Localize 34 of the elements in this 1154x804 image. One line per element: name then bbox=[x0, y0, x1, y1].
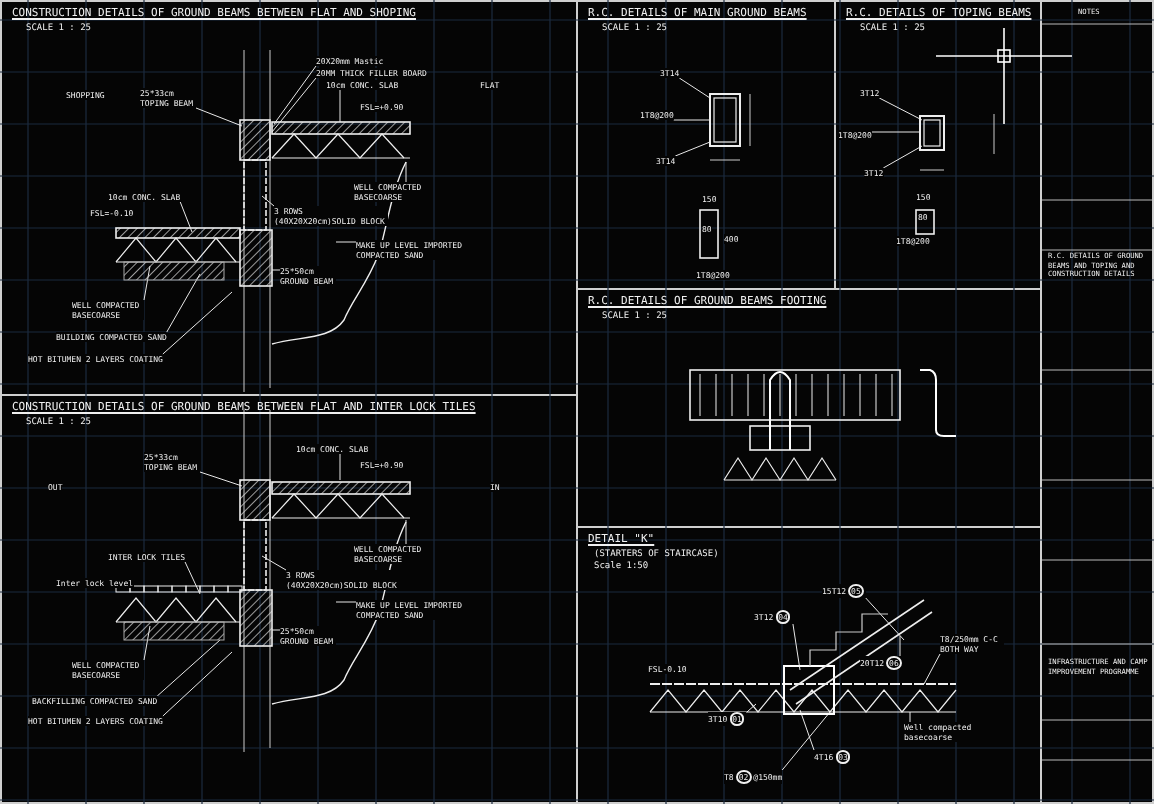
leader-line bbox=[261, 195, 275, 207]
leader-line bbox=[271, 269, 281, 271]
leader-line bbox=[195, 107, 243, 127]
leader-line bbox=[674, 141, 711, 157]
leader-line bbox=[878, 97, 923, 121]
leader-line bbox=[882, 145, 923, 169]
leader-line bbox=[335, 601, 357, 603]
leader-line bbox=[781, 711, 831, 771]
leader-line bbox=[339, 89, 341, 123]
leader-line bbox=[184, 561, 201, 595]
leader-line bbox=[678, 77, 711, 99]
leader-line bbox=[261, 555, 287, 571]
leader-line bbox=[335, 241, 357, 243]
leader-line bbox=[909, 711, 911, 723]
leader-line bbox=[162, 651, 233, 717]
leader-line bbox=[162, 291, 233, 355]
leader-line bbox=[673, 119, 711, 121]
leader-line bbox=[405, 519, 407, 545]
leader-line bbox=[799, 709, 815, 751]
leader-line bbox=[156, 639, 221, 697]
leader-line bbox=[746, 703, 757, 713]
leader-line bbox=[339, 453, 341, 481]
leader-line bbox=[405, 161, 407, 183]
leader-line bbox=[792, 623, 801, 671]
leader-line bbox=[271, 629, 281, 631]
leader-line bbox=[865, 597, 905, 641]
leader-line bbox=[273, 65, 317, 125]
drawing-panel bbox=[0, 0, 578, 396]
leader-line bbox=[923, 653, 941, 685]
leader-line bbox=[199, 471, 243, 487]
leader-line bbox=[899, 635, 901, 657]
leader-line bbox=[871, 131, 921, 133]
drawing-panel bbox=[0, 394, 578, 804]
drawing-panel bbox=[1040, 0, 1154, 804]
